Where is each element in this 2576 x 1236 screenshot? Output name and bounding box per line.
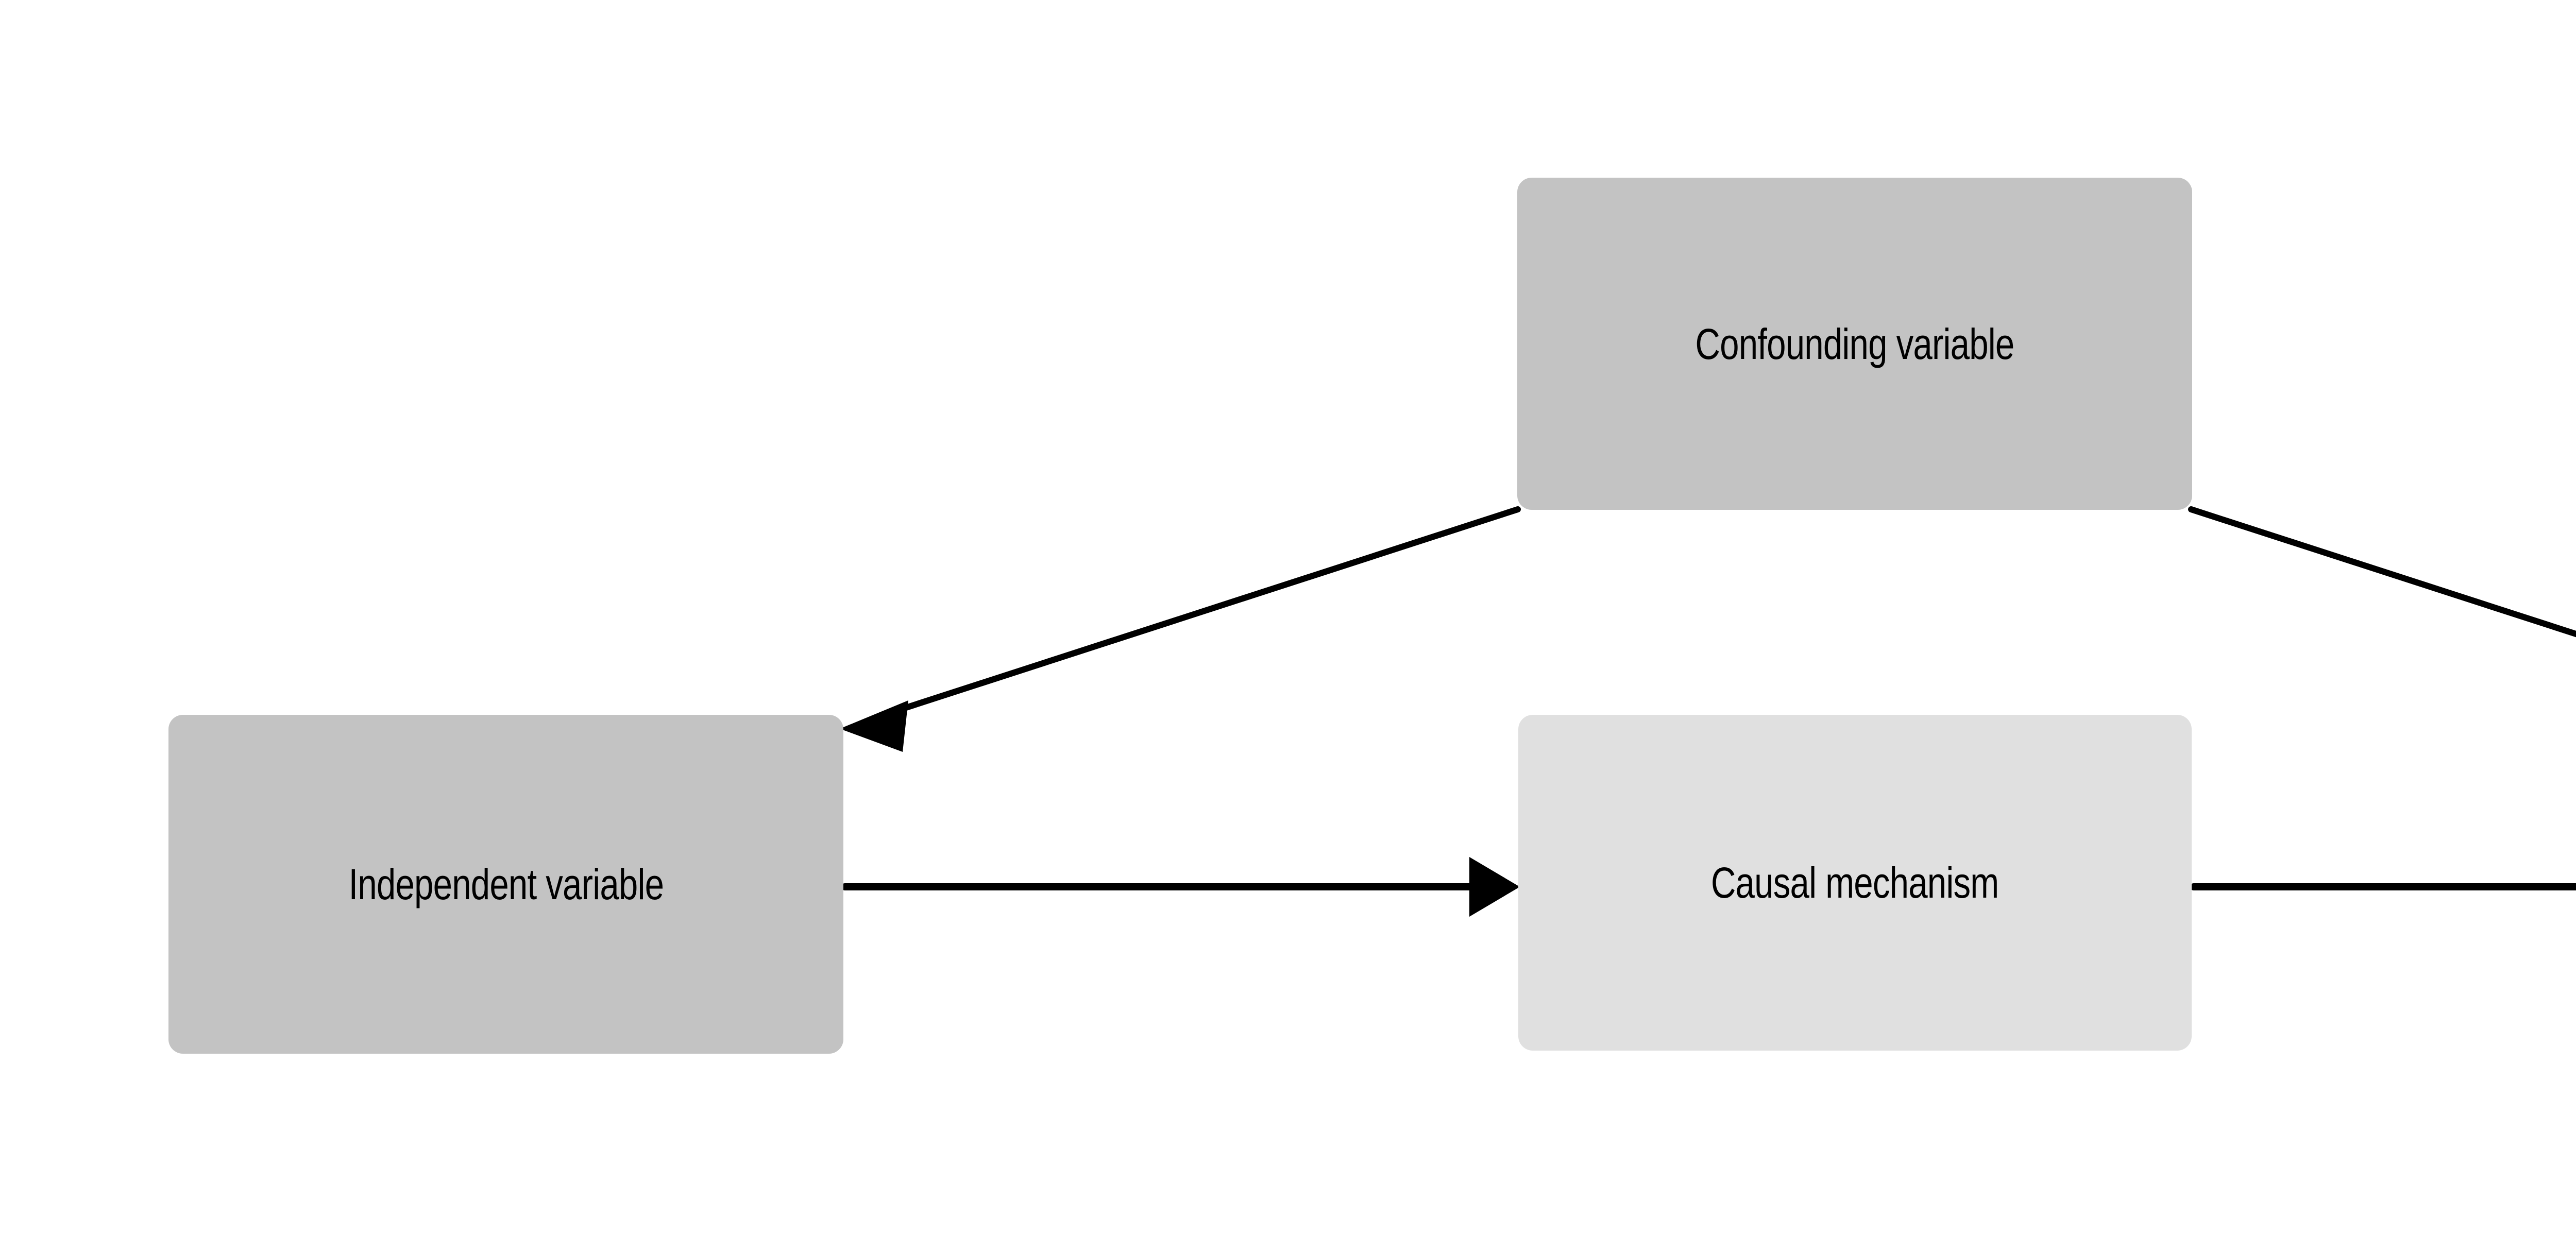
node-independent-variable[interactable]: Independent variable <box>168 715 843 1054</box>
node-causal-mechanism-label: Causal mechanism <box>1711 859 1999 907</box>
node-causal-mechanism[interactable]: Causal mechanism <box>1518 715 2192 1051</box>
node-confounding-variable-label: Confounding variable <box>1695 319 2014 368</box>
node-confounding-variable[interactable]: Confounding variable <box>1517 178 2192 510</box>
node-independent-variable-label: Independent variable <box>348 860 664 908</box>
edge-independent-to-causal[interactable] <box>841 857 1520 917</box>
edge-causal-to-dependent[interactable] <box>2190 857 2576 917</box>
edge-confounding-to-independent[interactable] <box>840 506 1521 752</box>
edge-confounding-to-dependent[interactable] <box>2188 506 2576 752</box>
